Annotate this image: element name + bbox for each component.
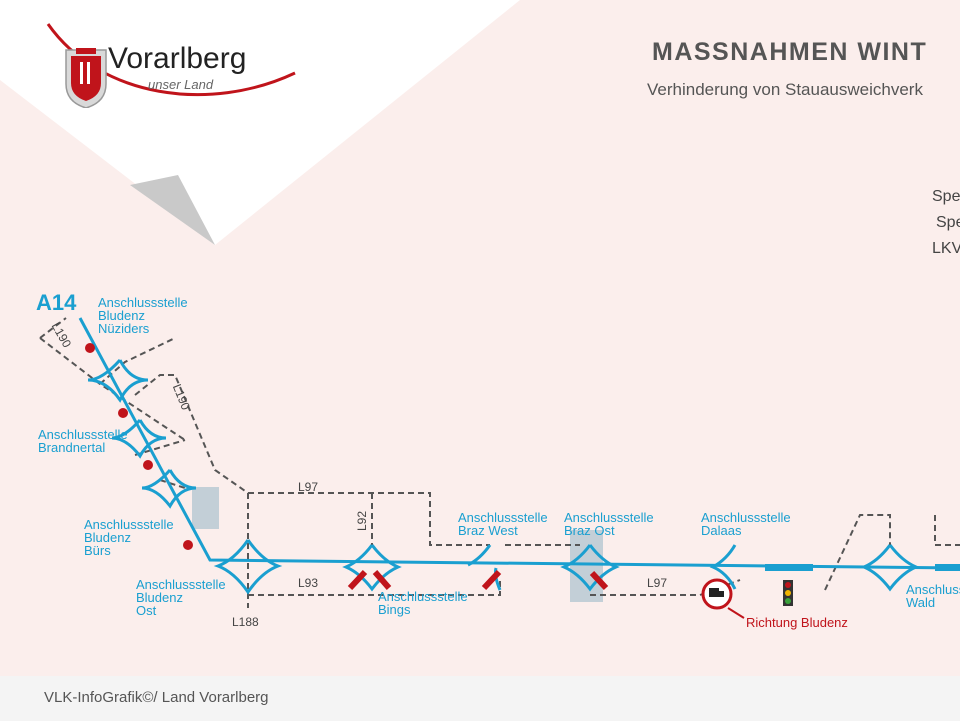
side-text-1: Spe [932, 188, 960, 205]
footer-bar [0, 676, 960, 721]
road-label-l92: L92 [355, 510, 370, 532]
side-text-3: LKV [932, 240, 960, 257]
side-text-2: Spe [936, 214, 960, 231]
motorway-label: A14 [36, 290, 77, 315]
road-label-l188: L188 [232, 615, 259, 629]
page-subtitle: Verhinderung von Stauausweichverk [647, 80, 923, 99]
footer-credit: VLK-InfoGrafik©/ Land Vorarlberg [44, 689, 269, 706]
logo-name: Vorarlberg [108, 42, 247, 75]
logo-tagline: unser Land [148, 77, 214, 92]
vorarlberg-logo [46, 23, 296, 108]
road-label-l97-a: L97 [298, 480, 319, 494]
road-label-l97-b: L97 [647, 576, 668, 590]
page-title: MASSNAHMEN WINT [652, 38, 928, 66]
road-label-l93: L93 [298, 576, 319, 590]
direction-label: Richtung Bludenz [746, 615, 848, 630]
